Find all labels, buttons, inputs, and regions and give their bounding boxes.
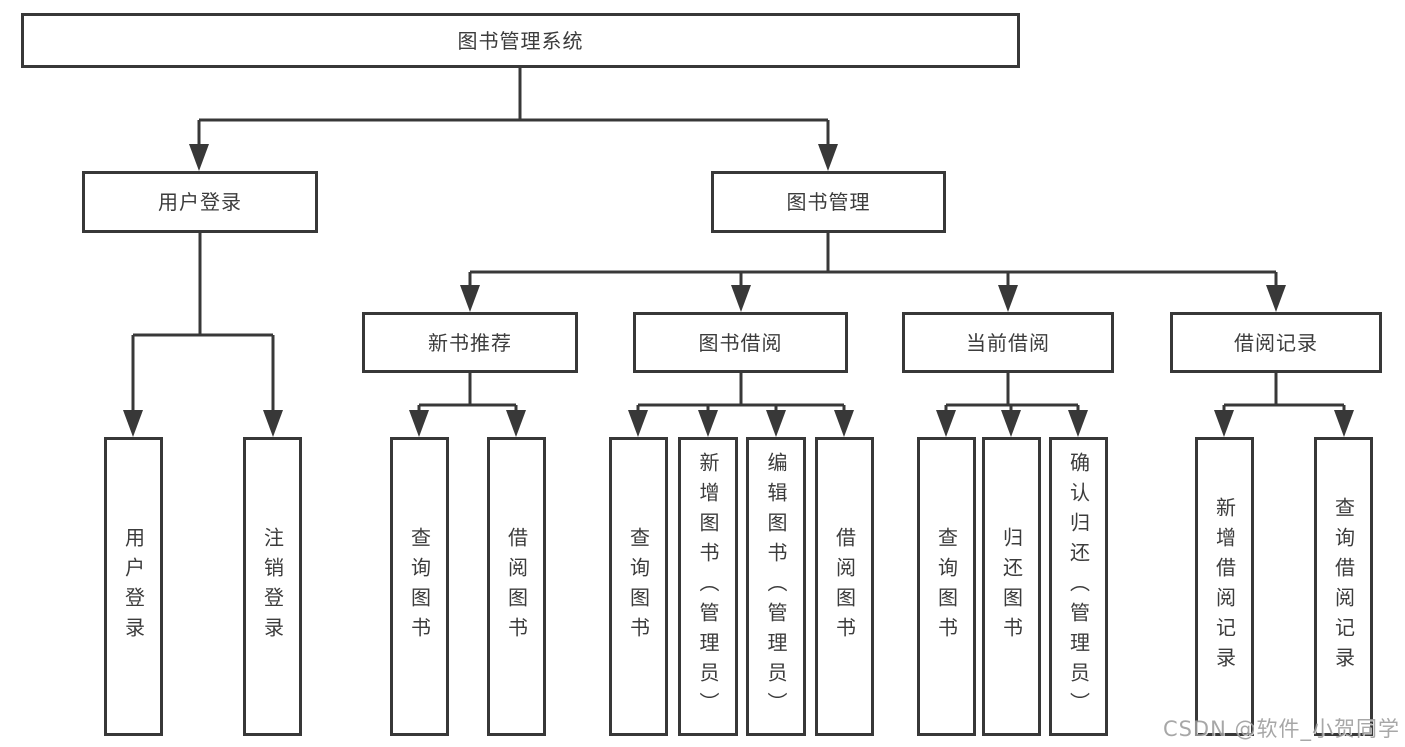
leaf-query-borrow-record: 查询借阅记录 (1314, 437, 1373, 736)
node-borrow-records: 借阅记录 (1170, 312, 1382, 373)
leaf-user-login-label: 用户登录 (121, 526, 146, 647)
leaf-query-books-2-label: 查询图书 (626, 526, 651, 647)
leaf-query-books-1-label: 查询图书 (407, 526, 432, 647)
arrowhead-leaf-logout (263, 410, 283, 437)
connector-book-mgmt-to-level3 (468, 233, 1278, 291)
connector-records-to-leaves (1222, 373, 1346, 416)
connector-root-to-level2 (197, 68, 830, 150)
leaf-add-books-admin-label: 新增图书（管理员） (696, 451, 720, 722)
arrowhead-book-management (818, 144, 838, 171)
leaf-add-borrow-record: 新增借阅记录 (1195, 437, 1254, 736)
arrowhead-leaf-borrow-books-1 (506, 410, 526, 437)
node-current-borrowing: 当前借阅 (902, 312, 1114, 373)
node-user-login-module: 用户登录 (82, 171, 318, 233)
leaf-borrow-books-2-label: 借阅图书 (832, 526, 857, 647)
node-new-book-recommend: 新书推荐 (362, 312, 578, 373)
connector-current-borrow-to-leaves (944, 373, 1080, 416)
arrowhead-new-book-recommend (460, 285, 480, 312)
arrowhead-current-borrowing (998, 285, 1018, 312)
arrowhead-leaf-return-books (1001, 410, 1021, 437)
arrowhead-leaf-query-books-2 (628, 410, 648, 437)
arrowhead-leaf-query-books-3 (936, 410, 956, 437)
leaf-borrow-books-2: 借阅图书 (815, 437, 874, 736)
leaf-logout-login: 注销登录 (243, 437, 302, 736)
leaf-add-borrow-record-label: 新增借阅记录 (1212, 496, 1237, 677)
leaf-query-books-3-label: 查询图书 (934, 526, 959, 647)
leaf-user-login: 用户登录 (104, 437, 163, 736)
arrowhead-borrow-records (1266, 285, 1286, 312)
leaf-return-books: 归还图书 (982, 437, 1041, 736)
arrowhead-book-borrowing (731, 285, 751, 312)
arrowhead-leaf-query-record (1334, 410, 1354, 437)
leaf-return-books-label: 归还图书 (999, 526, 1024, 647)
leaf-query-borrow-record-label: 查询借阅记录 (1331, 496, 1356, 677)
leaf-borrow-books-1: 借阅图书 (487, 437, 546, 736)
arrowhead-user-login-module (189, 144, 209, 171)
leaf-logout-login-label: 注销登录 (260, 526, 285, 647)
leaf-add-books-admin: 新增图书（管理员） (678, 437, 738, 736)
arrowhead-leaf-borrow-books-2 (834, 410, 854, 437)
leaf-query-books-2: 查询图书 (609, 437, 668, 736)
connector-book-borrow-to-leaves (636, 373, 846, 416)
leaf-edit-books-admin: 编辑图书（管理员） (746, 437, 806, 736)
leaf-confirm-return-admin: 确认归还（管理员） (1049, 437, 1108, 736)
leaf-borrow-books-1-label: 借阅图书 (504, 526, 529, 647)
connector-user-login-to-leaves (131, 233, 275, 416)
node-library-management-system: 图书管理系统 (21, 13, 1020, 68)
csdn-watermark: CSDN @软件_小贺同学 (1162, 717, 1400, 741)
node-book-management: 图书管理 (711, 171, 946, 233)
arrowhead-leaf-add-record (1214, 410, 1234, 437)
arrowhead-leaf-user-login (123, 410, 143, 437)
leaf-query-books-3: 查询图书 (917, 437, 976, 736)
arrowhead-leaf-confirm-return (1068, 410, 1088, 437)
arrowhead-leaf-edit-books (766, 410, 786, 437)
node-book-borrowing: 图书借阅 (633, 312, 848, 373)
connector-new-book-to-leaves (417, 373, 518, 416)
leaf-confirm-return-admin-label: 确认归还（管理员） (1066, 451, 1091, 722)
arrowhead-leaf-add-books (698, 410, 718, 437)
arrowhead-leaf-query-books-1 (409, 410, 429, 437)
leaf-query-books-1: 查询图书 (390, 437, 449, 736)
leaf-edit-books-admin-label: 编辑图书（管理员） (764, 451, 788, 722)
